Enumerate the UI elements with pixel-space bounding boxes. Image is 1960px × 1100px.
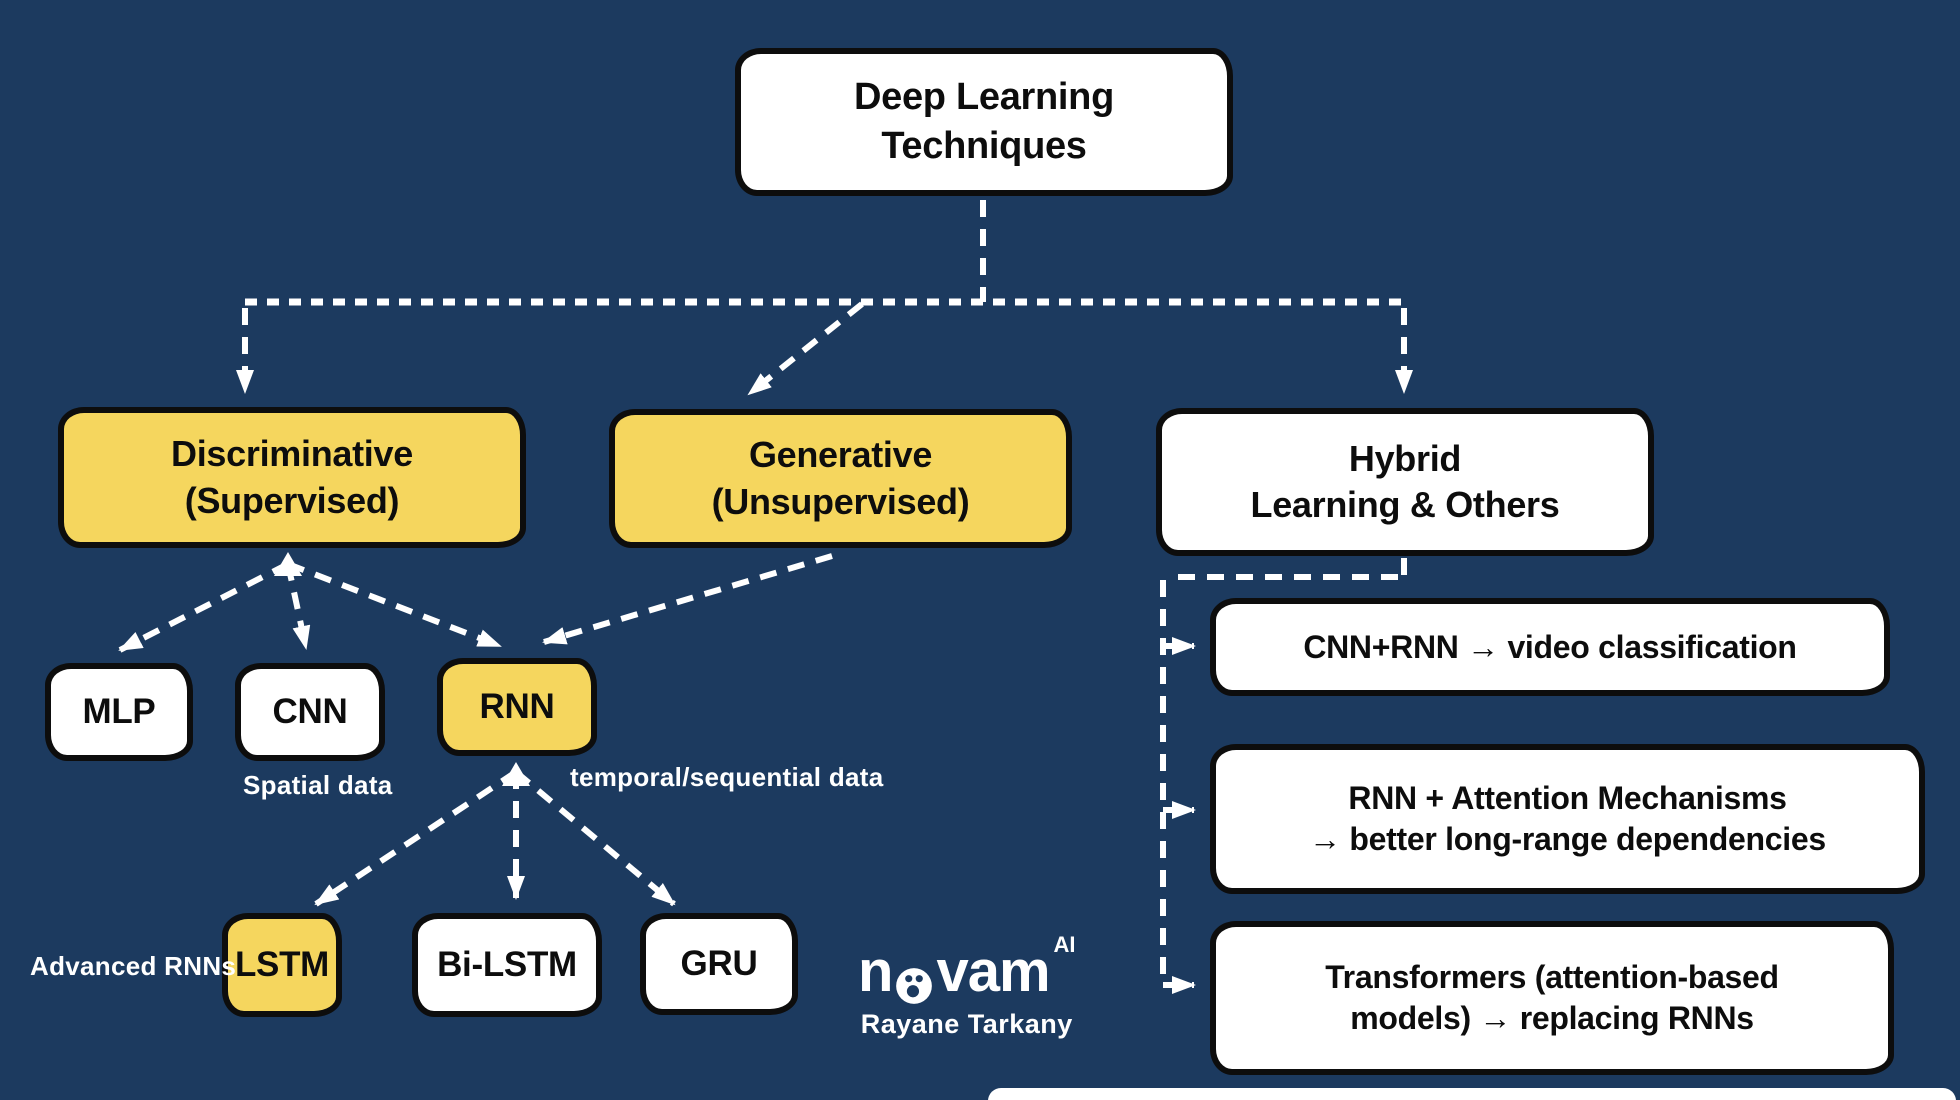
logo-author: Rayane Tarkany <box>860 1009 1073 1039</box>
edge-rnn-gru <box>514 769 676 907</box>
node-discriminative-supervised: Discriminative (Supervised) <box>58 407 526 548</box>
logo-ai-superscript: AI <box>1053 932 1076 957</box>
label-temporal-sequential-data: temporal/sequential data <box>570 762 884 792</box>
node-transformers-replacing-rnns: Transformers (attention-based models) → … <box>1210 921 1894 1075</box>
edge-to-generative <box>747 301 864 397</box>
cropped-box-edge <box>988 1088 1956 1100</box>
node-mlp: MLP <box>45 663 193 761</box>
logo-letter-n: n <box>858 939 893 1004</box>
edge-disc-cnn <box>285 563 311 650</box>
edge-gen-rnn <box>542 553 833 645</box>
node-deep-learning-techniques: Deep Learning Techniques <box>735 48 1233 196</box>
logo-wordmark: n vam AI <box>858 932 1076 1005</box>
edge-rnn-lstm <box>314 769 518 907</box>
node-rnn: RNN <box>437 658 597 756</box>
node-lstm: LSTM <box>222 913 342 1017</box>
logo-letters-vam: vam <box>936 939 1050 1004</box>
node-cnn: CNN <box>235 663 385 761</box>
logo-novam-ai: n vam AI Rayane Tarkany <box>858 932 1076 1040</box>
node-cnn-rnn-video-classification: CNN+RNN → video classification <box>1210 598 1890 696</box>
node-bi-lstm: Bi-LSTM <box>412 913 602 1017</box>
logo-text: n vam <box>858 938 1051 1005</box>
edge-disc-mlp <box>118 561 290 653</box>
novam-o-icon <box>893 954 935 1004</box>
label-advanced-rnns: Advanced RNNs <box>30 951 237 981</box>
label-spatial-data: Spatial data <box>243 770 393 800</box>
node-rnn-attention-mechanisms: RNN + Attention Mechanisms → better long… <box>1210 744 1925 894</box>
node-gru: GRU <box>640 913 798 1015</box>
node-hybrid-learning-others: Hybrid Learning & Others <box>1156 408 1654 556</box>
edge-disc-rnn <box>286 561 502 649</box>
node-generative-unsupervised: Generative (Unsupervised) <box>609 409 1072 548</box>
